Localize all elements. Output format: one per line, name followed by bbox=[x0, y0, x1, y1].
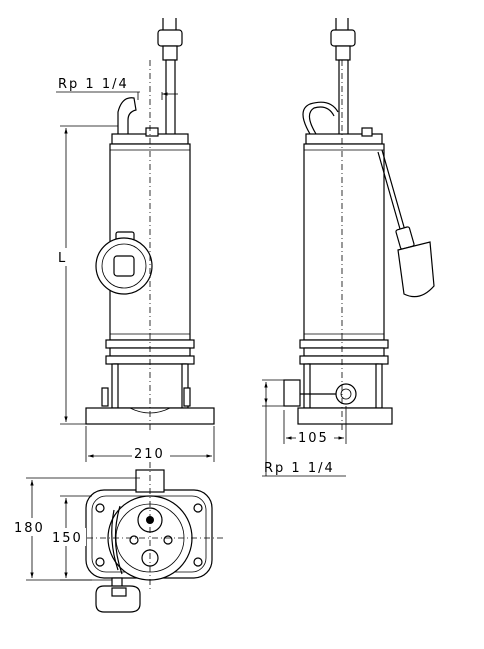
dimension-rp-bottom: Rp 1 1/4 bbox=[262, 379, 346, 477]
width-210-label: 210 bbox=[134, 447, 165, 462]
float-side bbox=[377, 149, 435, 298]
power-plug-front bbox=[157, 18, 183, 139]
top-view bbox=[74, 462, 226, 613]
float-front bbox=[95, 231, 153, 295]
motor-housing-side bbox=[303, 143, 385, 341]
dimension-105: 105 bbox=[283, 406, 347, 446]
dimension-210: 210 bbox=[85, 426, 215, 462]
rp-top-label: Rp 1 1/4 bbox=[58, 77, 129, 92]
side-view bbox=[283, 18, 435, 430]
base-plate-side bbox=[297, 407, 393, 425]
float-top bbox=[95, 577, 141, 613]
dimension-150: 150 bbox=[52, 495, 92, 581]
dimension-rp-top: Rp 1 1/4 bbox=[56, 77, 178, 100]
outlet-fitting bbox=[283, 379, 357, 407]
rp-bottom-label: Rp 1 1/4 bbox=[264, 461, 335, 476]
height-150-label: 150 bbox=[52, 531, 83, 546]
height-180-label: 180 bbox=[14, 521, 45, 536]
depth-105-label: 105 bbox=[298, 431, 329, 446]
dimension-180: 180 bbox=[14, 477, 140, 581]
power-plug-side bbox=[330, 18, 356, 139]
length-label: L bbox=[58, 251, 67, 266]
dimension-length: L bbox=[56, 125, 118, 425]
front-view bbox=[85, 18, 215, 430]
